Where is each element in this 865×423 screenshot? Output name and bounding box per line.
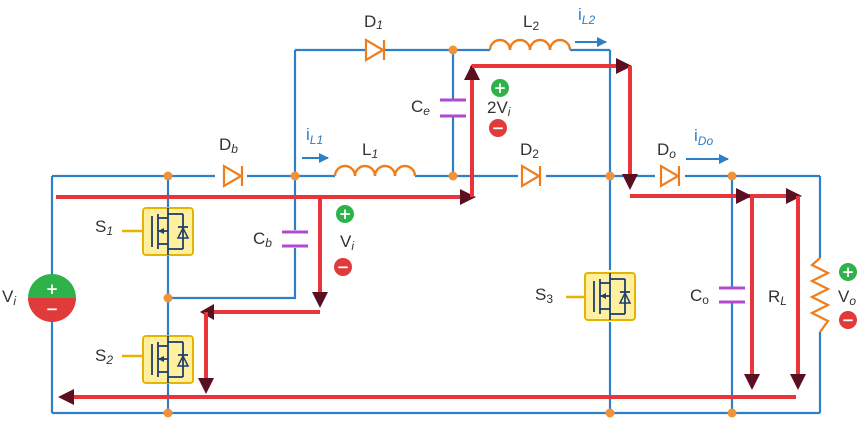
ce-minus-sign: − <box>492 119 505 137</box>
label-d2: D2 <box>520 140 539 161</box>
label-ido: iDo <box>694 126 713 148</box>
diode-db-symbol <box>222 164 244 188</box>
switch-s2-symbol <box>122 335 194 384</box>
source-minus-sign: − <box>46 300 59 318</box>
source-plus-sign: + <box>46 280 59 298</box>
label-vi-cb: Vi <box>340 232 354 253</box>
label-co: Co <box>690 286 709 307</box>
diode-d2-symbol <box>520 164 542 188</box>
inductor-l1-symbol <box>333 164 417 177</box>
diode-do-symbol <box>659 164 681 188</box>
label-s2: S2 <box>95 346 113 367</box>
label-s1: S1 <box>95 217 113 238</box>
switch-s1-symbol <box>122 207 194 256</box>
cb-plus-sign: + <box>339 205 352 223</box>
label-db: Db <box>219 135 238 156</box>
vo-plus-sign: + <box>842 263 855 281</box>
label-rl: RL <box>768 287 787 308</box>
label-vi-source: Vi <box>2 287 16 308</box>
label-l1: L1 <box>362 140 378 161</box>
label-2vi: 2Vi <box>487 98 511 119</box>
junction-nodes <box>163 45 737 418</box>
capacitor-ce-symbol <box>440 98 466 118</box>
current-flow-paths <box>56 58 806 405</box>
current-arrows <box>302 37 729 164</box>
label-il1: iL1 <box>306 125 323 147</box>
capacitor-cb-symbol <box>282 230 308 248</box>
cb-minus-sign: − <box>337 258 350 276</box>
label-il2: iL2 <box>578 5 595 27</box>
inductor-l2-symbol <box>488 38 572 51</box>
resistor-rl-symbol <box>809 257 831 333</box>
capacitor-co-symbol <box>719 286 745 304</box>
polarity-badges: + − + − + − <box>334 79 857 329</box>
diode-d1-symbol <box>364 38 386 62</box>
switch-s3-symbol <box>566 272 636 321</box>
label-s3: S3 <box>535 285 553 306</box>
label-d1: D1 <box>364 12 383 32</box>
label-l2: L2 <box>523 12 539 33</box>
voltage-source-vi: + − <box>28 274 76 322</box>
label-do: Do <box>657 140 676 161</box>
label-vo: Vo <box>838 287 856 308</box>
label-cb: Cb <box>253 229 272 250</box>
ce-plus-sign: + <box>494 79 507 97</box>
vo-minus-sign: − <box>842 311 855 329</box>
label-ce: Ce <box>411 97 430 118</box>
